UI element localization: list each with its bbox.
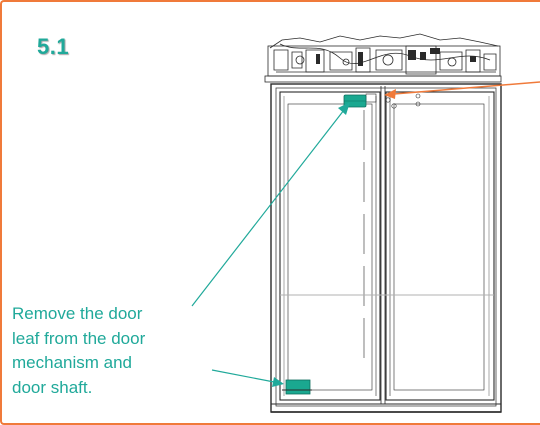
- leader-arrow-to-bottom: [211, 369, 284, 387]
- instruction-line-4: door shaft.: [12, 377, 93, 397]
- instruction-line-3: mechanism and: [12, 353, 133, 372]
- instruction-text: Remove the door leaf from the door mecha…: [12, 302, 212, 400]
- step-number: 5.1: [37, 34, 70, 59]
- instruction-line-2: leaf from the door: [12, 328, 146, 348]
- orange-pointer-arrow: [384, 81, 540, 99]
- highlight-bottom-guide: [282, 379, 312, 395]
- center-gap: [380, 86, 386, 404]
- instruction-line-1: Remove the door: [12, 304, 143, 323]
- fixing-holes: [365, 93, 421, 109]
- leader-arrow-to-top: [191, 102, 350, 307]
- left-door-leaf: [279, 91, 381, 401]
- highlight-top-carrier: [343, 94, 367, 108]
- mechanism-details: [316, 48, 476, 66]
- door-shaft: [270, 83, 502, 413]
- door-mechanism: [264, 33, 502, 83]
- right-door-leaf: [385, 91, 495, 401]
